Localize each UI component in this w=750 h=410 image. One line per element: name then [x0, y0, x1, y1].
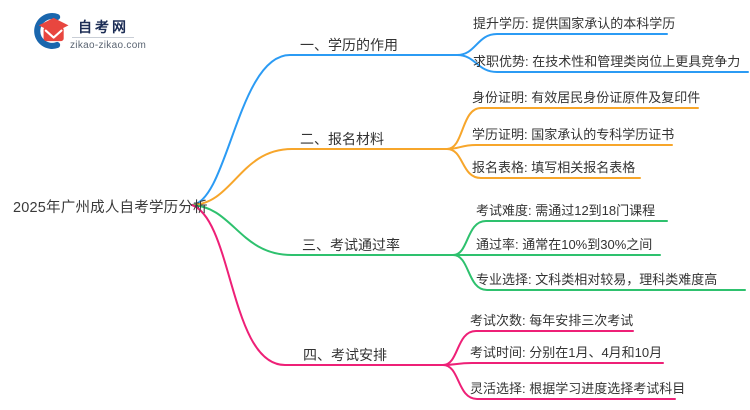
branch4-child3-line — [442, 364, 676, 400]
branch2-child1-line — [446, 107, 699, 150]
branch2-child2-line — [446, 144, 673, 150]
logo-domain-text: zikao-zikao.com — [70, 40, 147, 51]
branch4-trunk-line — [191, 204, 444, 366]
leaf-node-pass-rate-value: 通过率: 通常在10%到30%之间 — [476, 237, 653, 252]
leaf-node-job-advantage: 求职优势: 在技术性和管理类岗位上更具竞争力 — [473, 54, 741, 69]
branch-node-registration-materials: 二、报名材料 — [300, 131, 384, 147]
branch1-child1-line — [456, 33, 668, 56]
leaf-node-exam-frequency: 考试次数: 每年安排三次考试 — [470, 313, 634, 328]
branch3-child1-line — [452, 220, 668, 256]
branch1-child2-line — [456, 54, 749, 73]
branch-node-role-of-degree: 一、学历的作用 — [300, 37, 398, 53]
leaf-node-registration-form: 报名表格: 填写相关报名表格 — [472, 160, 636, 175]
leaf-node-exam-difficulty: 考试难度: 需通过12到18门课程 — [476, 203, 656, 218]
leaf-node-upgrade-degree: 提升学历: 提供国家承认的本科学历 — [473, 16, 676, 31]
leaf-node-identity-proof: 身份证明: 有效居民身份证原件及复印件 — [472, 90, 701, 105]
leaf-node-major-choice: 专业选择: 文科类相对较易，理科类难度高 — [476, 272, 718, 287]
branch4-child1-line — [442, 330, 634, 366]
graduation-cap-logo-icon — [34, 13, 69, 49]
leaf-node-exam-dates: 考试时间: 分别在1月、4月和10月 — [470, 345, 663, 360]
site-logo: 自考网 zikao-zikao.com — [28, 8, 158, 60]
branch3-child3-line — [452, 254, 746, 291]
leaf-node-flexible-choice: 灵活选择: 根据学习进度选择考试科目 — [470, 381, 686, 396]
branch2-trunk-line — [191, 148, 448, 206]
branch1-trunk-line — [191, 54, 458, 206]
branch4-child2-line — [442, 362, 664, 366]
logo-divider — [72, 37, 134, 38]
branch-node-exam-schedule: 四、考试安排 — [303, 347, 387, 363]
branch3-trunk-line — [191, 204, 454, 256]
branch2-child3-line — [446, 148, 641, 179]
branch-node-pass-rate: 三、考试通过率 — [302, 237, 400, 253]
leaf-node-education-proof: 学历证明: 国家承认的专科学历证书 — [472, 127, 675, 142]
logo-site-name: 自考网 — [78, 19, 129, 35]
root-node-title: 2025年广州成人自考学历分析 — [13, 200, 208, 216]
